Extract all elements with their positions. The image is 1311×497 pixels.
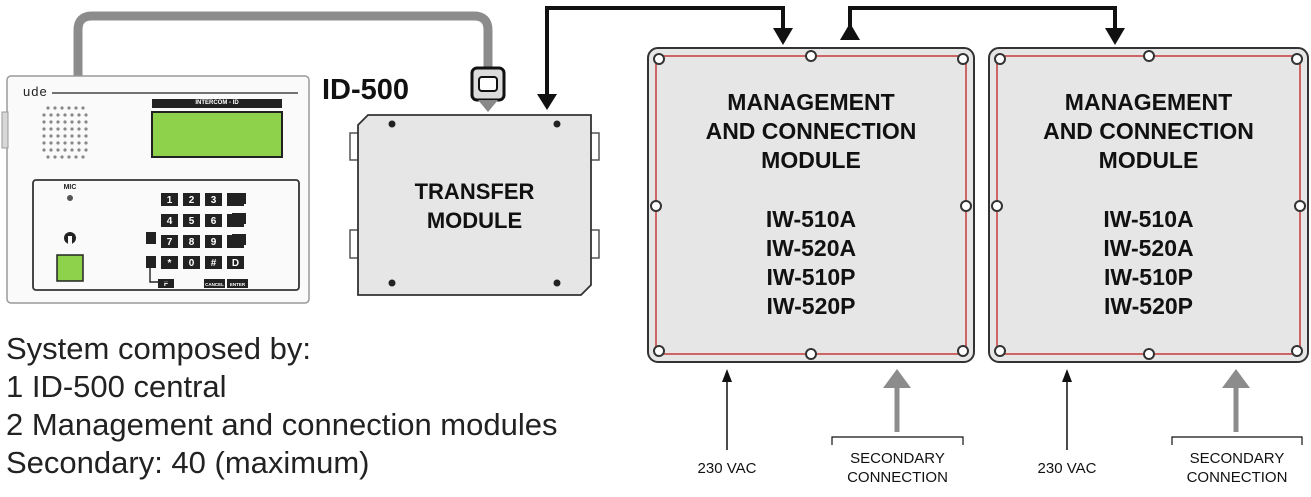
keypad-key-label: D [232,258,239,269]
keypad-key-label: 6 [211,216,217,227]
keypad-key [161,214,178,227]
keypad-key [205,235,222,248]
power-arrows [722,369,1072,450]
speaker-grill [42,106,88,159]
card-reader [56,254,84,282]
management-module-1 [647,47,975,363]
management-module-2 [988,47,1309,363]
keypad-function-key-label: CANCEL [205,282,224,287]
keypad-key [205,214,222,227]
keypad-key-label: 3 [211,195,217,206]
transfer-module [349,114,600,296]
keypad-key [227,256,244,269]
keypad-key [183,214,200,227]
keypad-key-label: 2 [189,195,195,206]
keypad-key-label: 9 [211,237,217,248]
bus-arrowheads [537,23,1125,110]
keypad-function-key [158,279,174,288]
keypad-function-key-label: F [164,281,169,288]
keypad-key [205,256,222,269]
serial-cable [73,11,493,88]
keypad-key-label: * [168,258,172,269]
lcd-display [151,111,283,158]
keypad-key-label: 1 [167,195,173,206]
keypad-key-label: # [211,258,217,269]
keypad-key-label: 0 [189,258,195,269]
keypad-key-label: 5 [189,216,195,227]
secondary-arrows [883,369,1250,432]
keypad-key-label: 8 [189,237,195,248]
keypad-key-label: 7 [167,237,173,248]
keypad-key [183,235,200,248]
keypad-key-label: 4 [167,216,173,227]
keypad-key [161,193,178,206]
keypad-key [205,193,222,206]
keypad-key [183,256,200,269]
keypad-key [161,256,178,269]
keypad-function-key [227,279,248,288]
keypad-key [161,235,178,248]
keypad-function-key [204,279,225,288]
keypad-function-key-label: ENTER [230,282,246,287]
db-connector [470,66,506,112]
bus-arrows [545,6,1117,94]
keypad-key [183,193,200,206]
